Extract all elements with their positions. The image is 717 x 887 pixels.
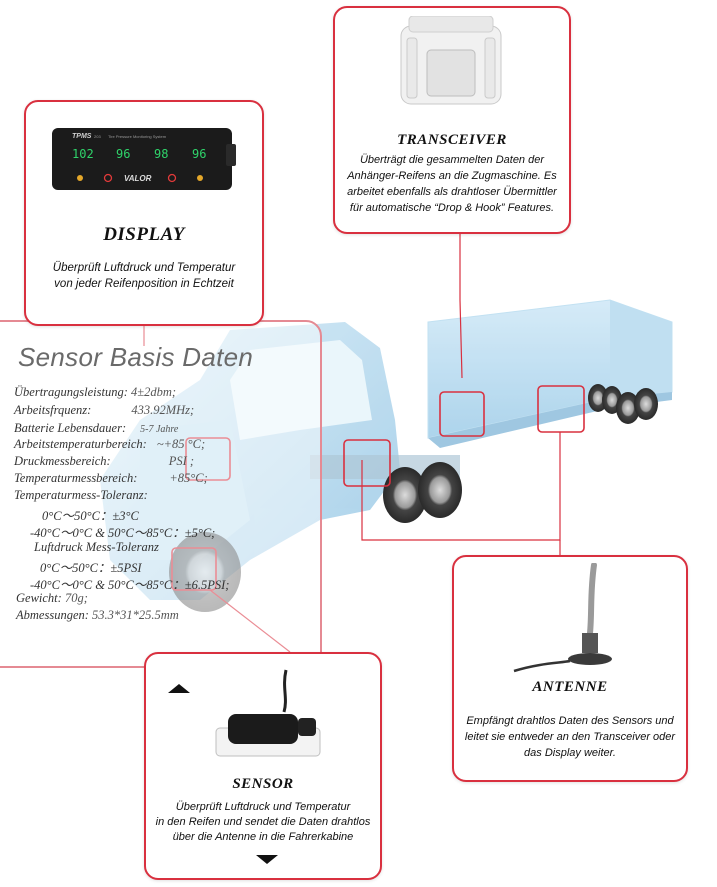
trailer <box>427 299 673 448</box>
tire-reading-2: 96 <box>116 147 130 161</box>
spec-pressure-tolerance-1: 0°C～50°C：±5PSI <box>40 561 142 575</box>
display-title: DISPLAY <box>103 224 185 245</box>
spec-temp-tolerance-2: -40°C～0°C & 50°C～85°C：±5°C; <box>30 526 216 540</box>
tractor-wheels <box>169 462 462 612</box>
sensor-callout: SENSOR Überprüft Luftdruck und Temperatu… <box>144 652 382 880</box>
transceiver-description: Überträgt die gesammelten Daten der Anhä… <box>347 154 557 214</box>
connector-lines <box>143 234 561 653</box>
display-description: Überprüft Luftdruck und Temperatur von j… <box>52 262 236 290</box>
trailer-wheels <box>588 384 658 424</box>
tpms-display-device-image: TPMS 203 Tire Pressure Monitoring System… <box>52 128 236 190</box>
antenna-description: Empfängt drahtlos Daten des Sensors und … <box>464 715 676 759</box>
spec-temp-tolerance-1: 0°C～50°C：±3°C <box>42 509 139 523</box>
spec-operating-temp: Arbeitstemperaturbereich:~+85 °C; <box>14 437 206 451</box>
highlight-frames <box>171 385 585 591</box>
sensor-device-image <box>215 669 321 757</box>
spec-temp-tolerance: Temperaturmess-Toleranz: <box>14 488 148 502</box>
spec-dimensions: Abmessungen: 53.3*31*25.5mm <box>16 608 179 622</box>
transceiver-callout: TRANSCEIVER Überträgt die gesammelten Da… <box>333 6 571 234</box>
spec-pressure-range: Druckmessbereich:PSI ; <box>14 454 195 468</box>
arrow-down-icon <box>256 855 278 864</box>
arrow-up-icon <box>168 684 190 693</box>
tire-reading-4: 96 <box>192 147 206 161</box>
sensor-description: Überprüft Luftdruck und Temperatur in de… <box>155 801 371 843</box>
sensor-title: SENSOR <box>232 776 294 792</box>
transceiver-device-image <box>400 16 502 105</box>
spec-transmit-power: Übertragungsleistung: 4±2dbm; <box>14 385 177 399</box>
sensor-data-heading: Sensor Basis Daten <box>18 342 254 372</box>
tire-reading-1: 102 <box>72 147 94 161</box>
valor-logo: VALOR <box>124 174 152 183</box>
antenna-device-image <box>513 563 612 673</box>
spec-temp-range: Temperaturmessbereich:+85°C; <box>14 471 208 485</box>
spec-battery-life: Batterie Lebensdauer:5-7 Jahre <box>14 421 179 435</box>
spec-weight: Gewicht: 70g; <box>16 591 88 605</box>
svg-text:Tire Pressure Monitoring Syste: Tire Pressure Monitoring System <box>108 134 167 139</box>
spec-frequency: Arbeitsfrquenz:433.92MHz; <box>14 403 195 417</box>
display-callout: TPMS 203 Tire Pressure Monitoring System… <box>24 100 264 326</box>
svg-text:TPMS: TPMS <box>72 133 92 140</box>
tractor-cab <box>100 322 460 600</box>
svg-text:203: 203 <box>94 134 101 139</box>
spec-pressure-tolerance-2: -40°C～0°C & 50°C～85°C：±6.5PSI; <box>30 578 230 592</box>
antenna-title: ANTENNE <box>532 679 608 695</box>
tire-reading-3: 98 <box>154 147 168 161</box>
spec-pressure-tolerance: Luftdruck Mess-Toleranz <box>34 540 159 554</box>
antenna-callout: ANTENNE Empfängt drahtlos Daten des Sens… <box>452 555 688 782</box>
transceiver-title: TRANSCEIVER <box>397 132 507 148</box>
